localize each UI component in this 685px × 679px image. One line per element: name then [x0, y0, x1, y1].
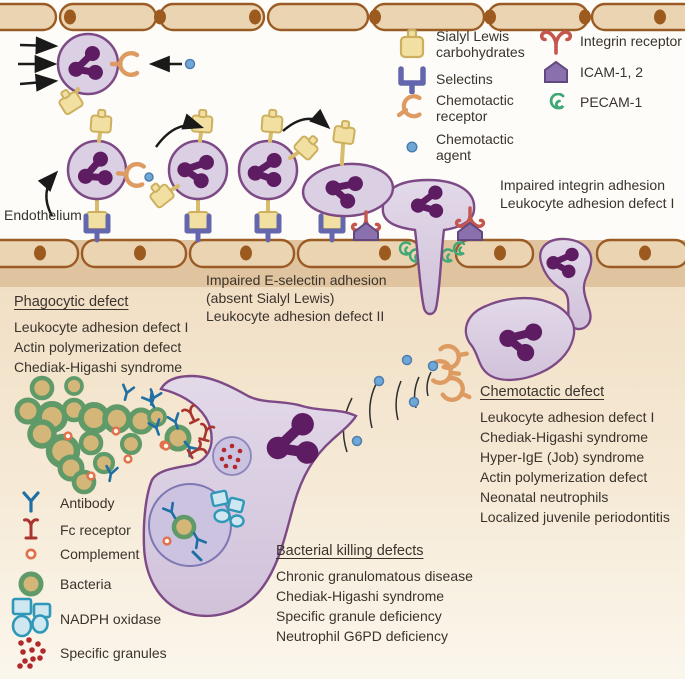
chemotactic-agent-icon — [184, 58, 196, 70]
endothelium-bottom-strip — [0, 238, 685, 269]
chemotactic-defect-title: Chemotactic defect — [480, 384, 605, 400]
flow-arrow — [19, 36, 59, 55]
bacterial-killing-defects-title: Bacterial killing defects — [276, 543, 424, 559]
phagosome — [148, 483, 246, 567]
defect-item: Specific granule deficiency — [276, 608, 442, 624]
specific-granule-vesicle — [212, 436, 252, 476]
legend-row-pecam: PECAM-1 — [538, 93, 642, 111]
legend-label: Specific granules — [60, 644, 167, 661]
endothelium-arrow — [37, 170, 59, 217]
migrating-neutrophil — [433, 296, 576, 407]
legend-label: PECAM-1 — [580, 93, 643, 110]
rolling-neutrophils — [66, 108, 395, 240]
legend-label: Chemotactic receptor — [436, 92, 514, 125]
rolling-arrow — [155, 113, 205, 148]
defect-item: Leukocyte adhesion defect I — [14, 319, 189, 335]
legend-row-chemotactic-agent: Chemotactic agent — [394, 131, 544, 163]
legend-label: Chemotactic agent — [436, 131, 514, 164]
defect-item: Localized juvenile periodontitis — [480, 509, 670, 525]
legend-label: Integrin receptor — [580, 32, 682, 49]
tissue-background — [0, 287, 685, 679]
legend-row-chemotactic-receptor: Chemotactic receptor — [394, 92, 544, 124]
pecam-icon — [538, 93, 574, 111]
legend-row-sialyl-lewis: Sialyl Lewis carbohydrates — [394, 26, 544, 62]
legend-row-icam: ICAM-1, 2 — [538, 60, 643, 84]
chemotactic-agent-icon — [144, 172, 154, 182]
impaired-integrin-label: Impaired integrin adhesion Leukocyte adh… — [500, 177, 675, 212]
defect-item: Chediak-Higashi syndrome — [14, 359, 183, 375]
phagocytic-defect-title: Phagocytic defect — [14, 294, 129, 310]
chemotactic-agent-icon — [394, 140, 430, 154]
legend-row-selectins: Selectins — [394, 64, 544, 94]
bacterial-killing-defects-block: Bacterial killing defects Chronic granul… — [276, 543, 473, 646]
flow-arrow — [19, 73, 59, 92]
complement-icon — [8, 547, 54, 561]
defect-item: Chediak-Higashi syndrome — [276, 588, 445, 604]
transmigrating-neutrophil — [381, 178, 486, 316]
chemotactic-defect-block: Chemotactic defect Leukocyte adhesion de… — [480, 384, 670, 527]
defect-item: Hyper-IgE (Job) syndrome — [480, 449, 645, 465]
legend-label: ICAM-1, 2 — [580, 63, 644, 80]
legend-label: Bacteria — [60, 575, 112, 592]
emerging-neutrophil — [539, 237, 593, 331]
antibody-icon — [8, 491, 54, 515]
defect-item: Chronic granulomatous disease — [276, 568, 473, 584]
defect-item: Chediak-Higashi syndrome — [480, 429, 649, 445]
selectin-icon — [394, 64, 430, 94]
free-neutrophil — [18, 32, 196, 117]
legend-row-antibody: Antibody — [8, 491, 114, 515]
rolling-arrow — [282, 108, 331, 132]
legend-label: NADPH oxidase — [60, 610, 162, 627]
nadph-oxidase-icon — [8, 596, 54, 642]
endothelium-label: Endothelium — [4, 207, 82, 223]
fc-receptor-icon — [8, 518, 54, 542]
legend-row-integrin-receptor: Integrin receptor — [538, 27, 682, 55]
defect-item: Leukocyte adhesion defect I — [480, 409, 655, 425]
bacteria-icon — [8, 570, 54, 598]
sialyl-lewis-icon — [394, 26, 430, 62]
defect-item: Actin polymerization defect — [14, 339, 182, 355]
specific-granules-icon — [8, 637, 54, 669]
legend-label: Fc receptor — [60, 521, 131, 538]
legend-row-bacteria: Bacteria — [8, 570, 111, 598]
legend-row-specific-granules: Specific granules — [8, 637, 167, 669]
icam-icon — [538, 60, 574, 84]
defect-item: Neonatal neutrophils — [480, 489, 609, 505]
impaired-eselectin-label: Impaired E-selectin adhesion (absent Sia… — [206, 272, 387, 325]
phagocytosing-neutrophil — [142, 374, 358, 617]
legend-label: Antibody — [60, 494, 115, 511]
legend-row-complement: Complement — [8, 546, 139, 562]
phagocytic-defect-block: Phagocytic defect Leukocyte adhesion def… — [14, 294, 188, 377]
legend-row-nadph-oxidase: NADPH oxidase — [8, 596, 161, 642]
legend-label: Selectins — [436, 70, 493, 87]
defect-item: Actin polymerization defect — [480, 469, 648, 485]
chemotactic-receptor-icon — [394, 93, 430, 123]
legend-label: Complement — [60, 546, 140, 562]
integrin-receptor-icon — [538, 27, 574, 55]
legend-label: Sialyl Lewis carbohydrates — [436, 27, 525, 60]
defect-item: Neutrophil G6PD deficiency — [276, 628, 448, 644]
endothelium-top-strip — [0, 2, 685, 32]
legend-row-fc-receptor: Fc receptor — [8, 518, 131, 542]
nadph-oxidase-icon — [210, 489, 246, 528]
